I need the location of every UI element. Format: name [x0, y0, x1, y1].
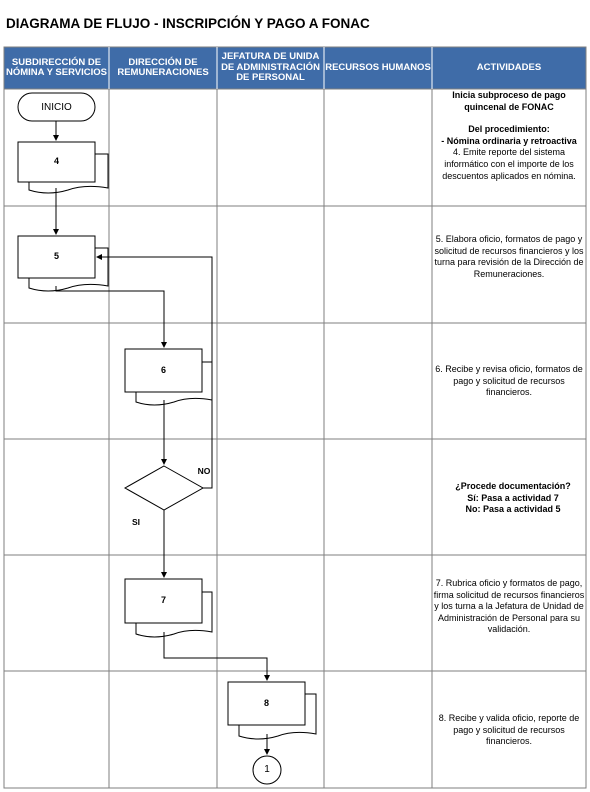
document-shape-5: [17, 235, 109, 292]
decision-si-label: SI: [131, 517, 141, 527]
document-shape-8: [227, 681, 317, 740]
off-page-connector: [252, 755, 282, 785]
decision-diamond: [123, 465, 205, 511]
activity-decision: ¿Procede documentación? Sí: Pasa a activ…: [438, 481, 588, 516]
column-header-nomina: SUBDIRECCIÓN DE NÓMINA Y SERVICIOS: [5, 56, 107, 78]
step-8-label: 8: [263, 698, 269, 708]
activity-6-text: 6. Recibe y revisa oficio, formatos de p…: [435, 364, 583, 398]
activity-4-intro: Inicia subproceso de pago quincenal de F…: [452, 90, 566, 112]
step-5-label: 5: [53, 251, 59, 261]
flow-lines: [53, 121, 270, 755]
connector-label: 1: [264, 764, 270, 775]
step-4-label: 4: [53, 156, 59, 166]
page-title: DIAGRAMA DE FLUJO - INSCRIPCIÓN Y PAGO A…: [6, 16, 370, 31]
decision-yes-text: Sí: Pasa a actividad 7: [467, 492, 559, 503]
activity-8-text: 8. Recibe y valida oficio, reporte de pa…: [438, 713, 580, 747]
step-7-label: 7: [160, 595, 166, 605]
column-header-recursos-humanos: RECURSOS HUMANOS: [325, 61, 431, 73]
column-header-actividades: ACTIVIDADES: [476, 61, 542, 73]
activity-4-text: 4. Emite reporte del sistema informático…: [442, 147, 576, 181]
document-shape-4: [17, 141, 109, 194]
column-header-jefatura: JEFATURA DE UNIDA DE ADMINISTRACIÓN DE P…: [221, 51, 320, 84]
swimlane-grid: [3, 46, 587, 789]
start-label: INICIO: [41, 101, 72, 113]
document-shape-6: [124, 348, 213, 406]
activity-7-text: 7. Rubrica oficio y formatos de pago, fi…: [433, 578, 585, 635]
decision-no-label: NO: [197, 466, 211, 476]
activity-4-procedure-name: - Nómina ordinaria y retroactiva: [441, 135, 577, 146]
header-band: [4, 47, 586, 89]
activity-4: Inicia subproceso de pago quincenal de F…: [432, 90, 586, 182]
step-6-label: 6: [160, 365, 166, 375]
activity-5-text: 5. Elabora oficio, formatos de pago y so…: [434, 234, 584, 279]
decision-no-text: No: Pasa a actividad 5: [465, 504, 561, 515]
decision-question: ¿Procede documentación?: [455, 481, 571, 491]
document-shape-7: [124, 578, 213, 638]
activity-4-procedure-label: Del procedimiento:: [468, 124, 550, 135]
column-header-remuneraciones: DIRECCIÓN DE REMUNERACIONES: [117, 56, 209, 78]
